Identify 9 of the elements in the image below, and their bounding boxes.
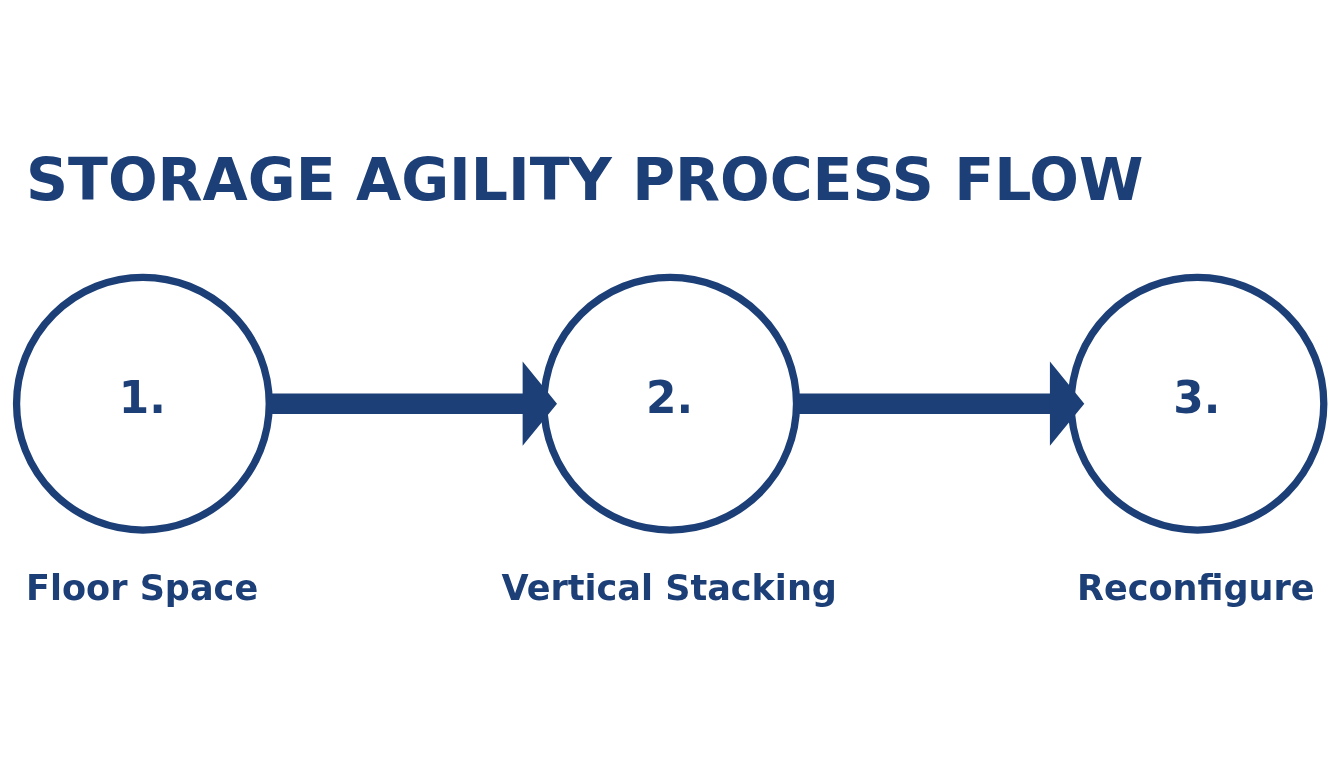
node-label: Vertical Stacking: [501, 567, 837, 609]
diagram-title: STORAGE AGILITY PROCESS FLOW: [26, 145, 1144, 214]
node-label: Floor Space: [26, 567, 259, 609]
node-circle: 3.: [1067, 273, 1328, 534]
node-circle: 1.: [12, 273, 273, 534]
arrow: [796, 361, 1085, 446]
arrow: [269, 361, 558, 446]
node-label: Reconfigure: [1076, 567, 1315, 609]
node-circle: 2.: [540, 273, 801, 534]
